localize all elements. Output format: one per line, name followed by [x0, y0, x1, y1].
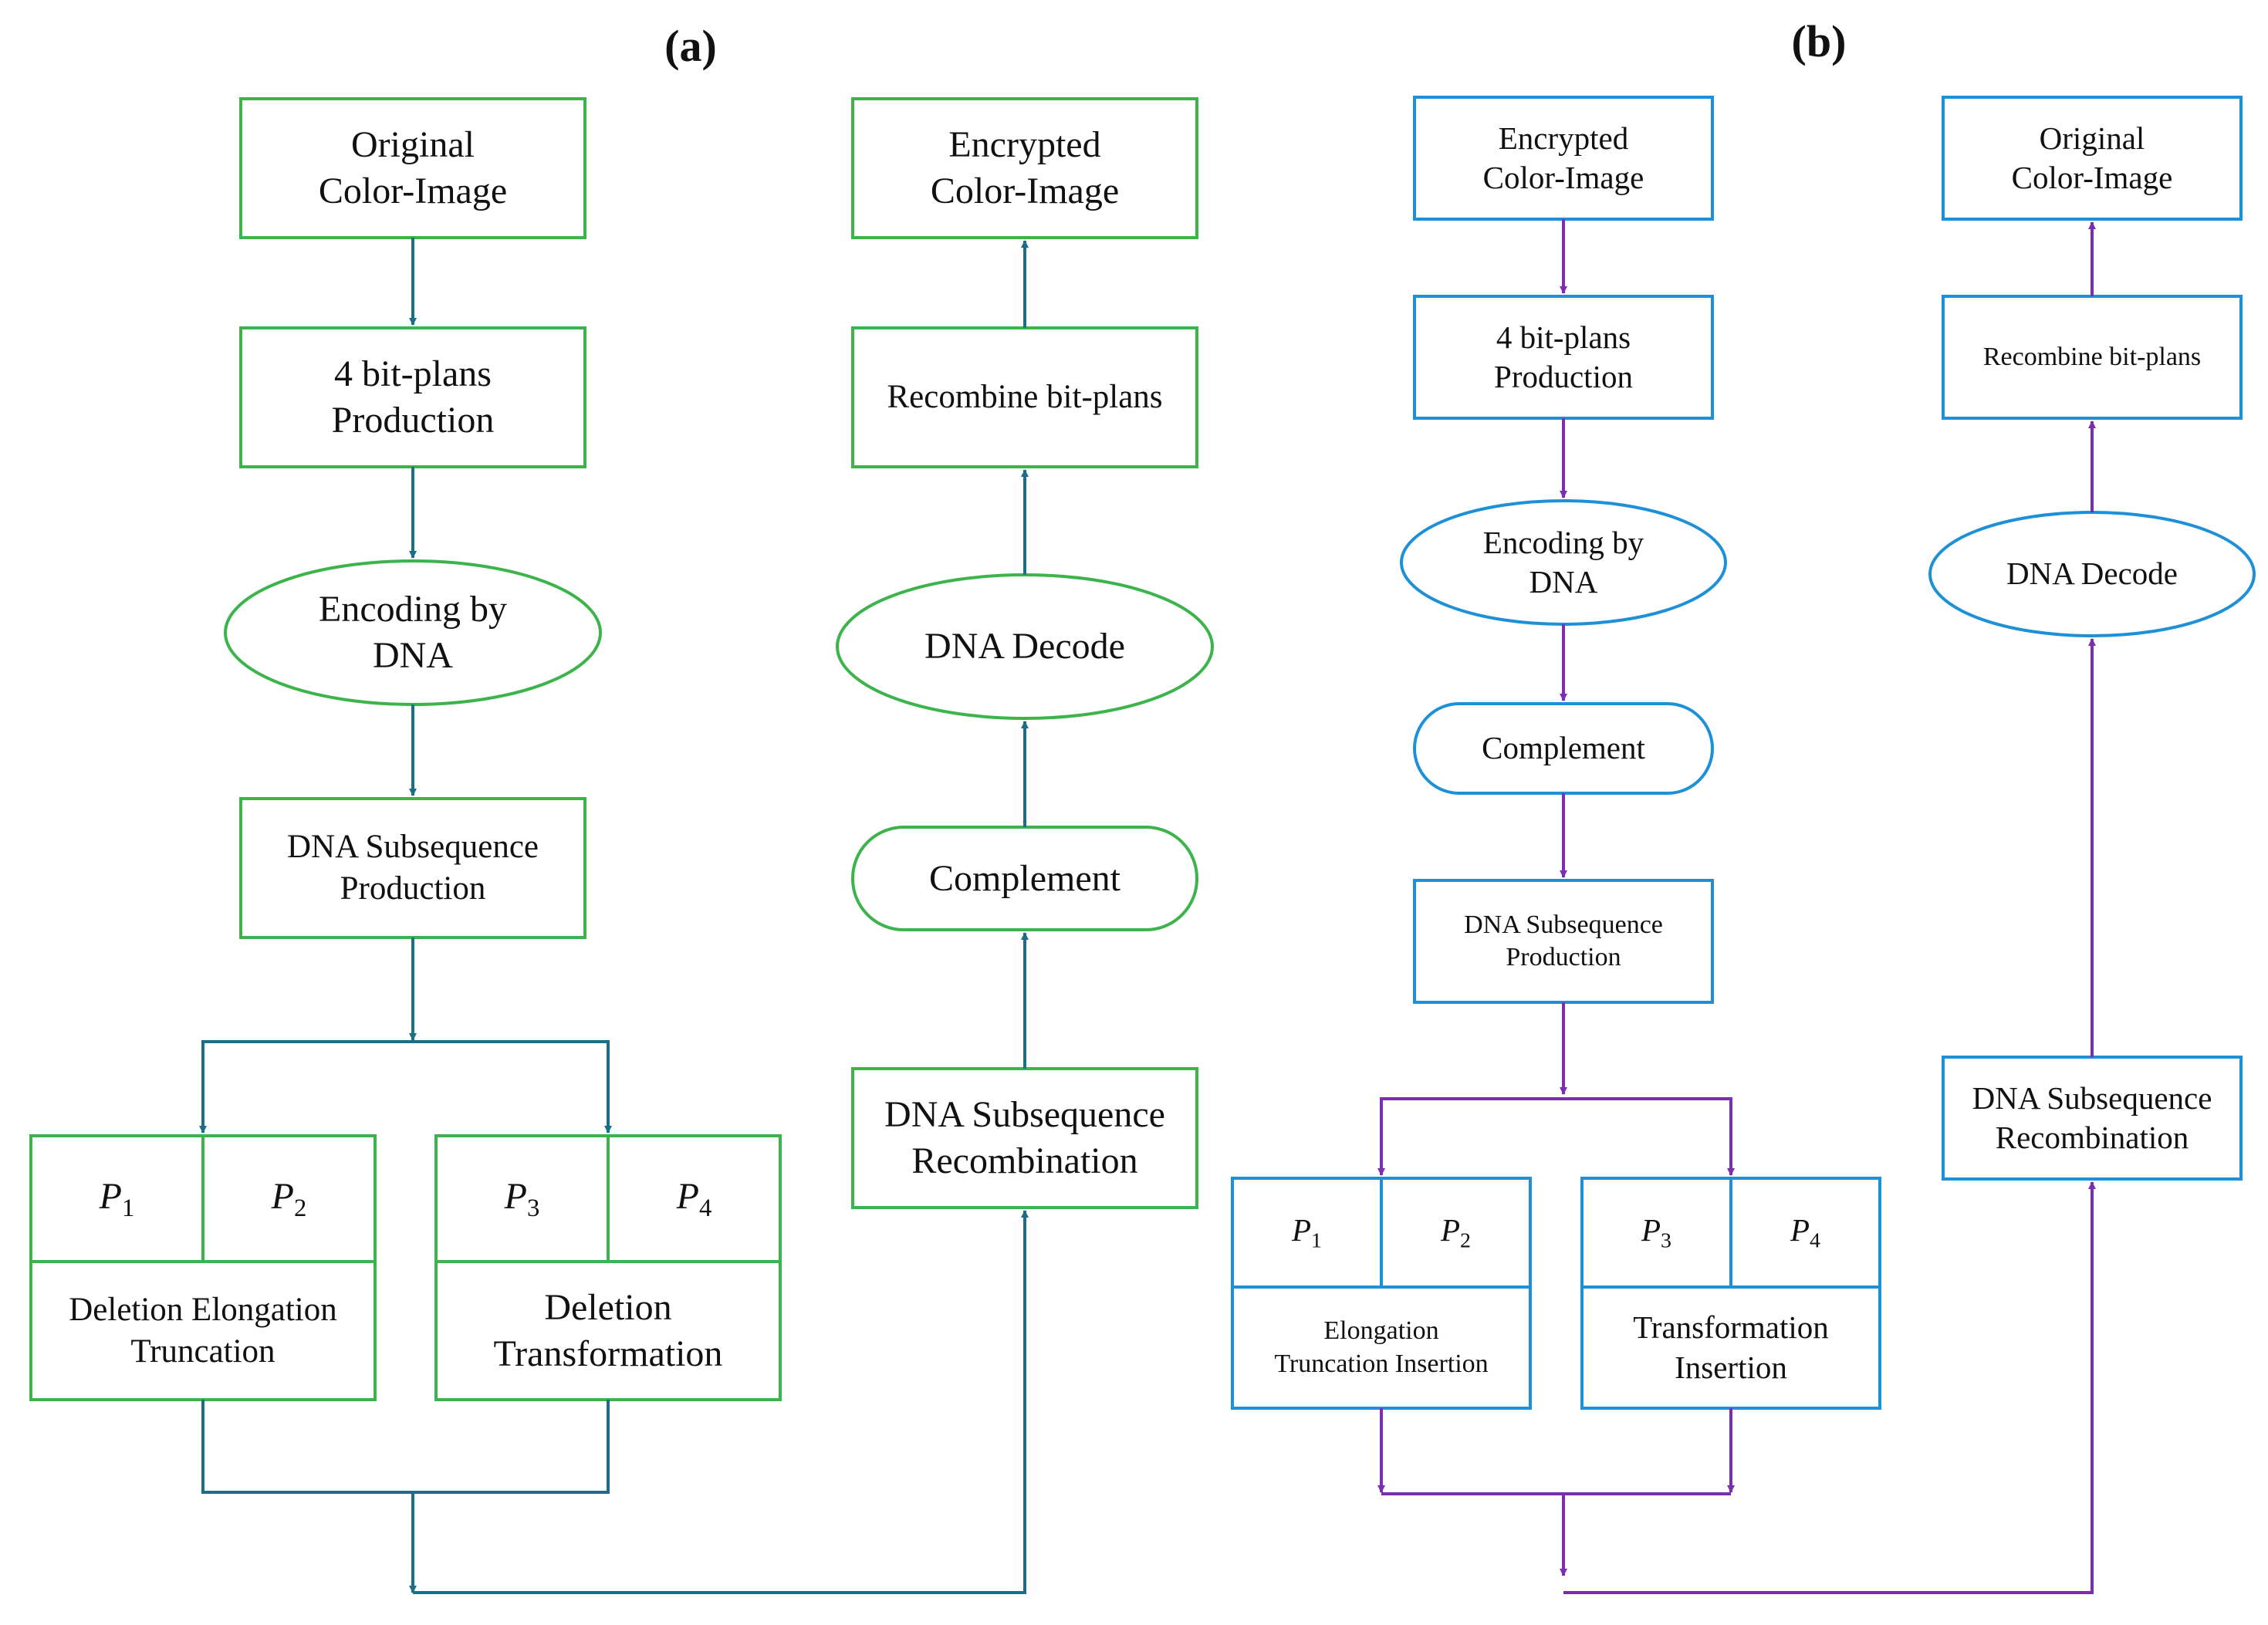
a-encrypted-box [851, 97, 1198, 239]
a-p2-label: P2 [271, 1175, 307, 1222]
a-bitplans-box [239, 326, 586, 468]
a-p4-label: P4 [676, 1175, 712, 1222]
b-original-box [1942, 96, 2243, 221]
panel-a-label: (a) [664, 20, 717, 71]
a-decode-text: DNA Decode [924, 626, 1125, 667]
b-complement-text: Complement [1482, 730, 1645, 766]
b-p2-label: P2 [1441, 1211, 1471, 1253]
b-p3-label: P3 [1641, 1211, 1671, 1253]
b-p4-label: P4 [1790, 1211, 1820, 1253]
a-original-box [239, 97, 586, 239]
a-subseq-box [239, 797, 586, 939]
panel-b-label: (b) [1791, 15, 1847, 66]
a-p1-label: P1 [99, 1175, 135, 1222]
b-subseq-box [1413, 879, 1714, 1004]
b-bitplans-box [1413, 295, 1714, 420]
a-recomb-box [851, 1067, 1198, 1209]
b-recombine-text: Recombine bit-plans [1982, 342, 2202, 371]
b-p1-label: P1 [1292, 1211, 1322, 1253]
a-complement-text: Complement [929, 857, 1120, 899]
a-recombine-text: Recombine bit-plans [887, 379, 1163, 416]
b-decode-text: DNA Decode [2006, 556, 2178, 592]
a-recombine-box [851, 326, 1198, 468]
b-recomb-box [1942, 1056, 2243, 1181]
b-recombine-box [1942, 295, 2243, 420]
a-p3-label: P3 [504, 1175, 540, 1222]
